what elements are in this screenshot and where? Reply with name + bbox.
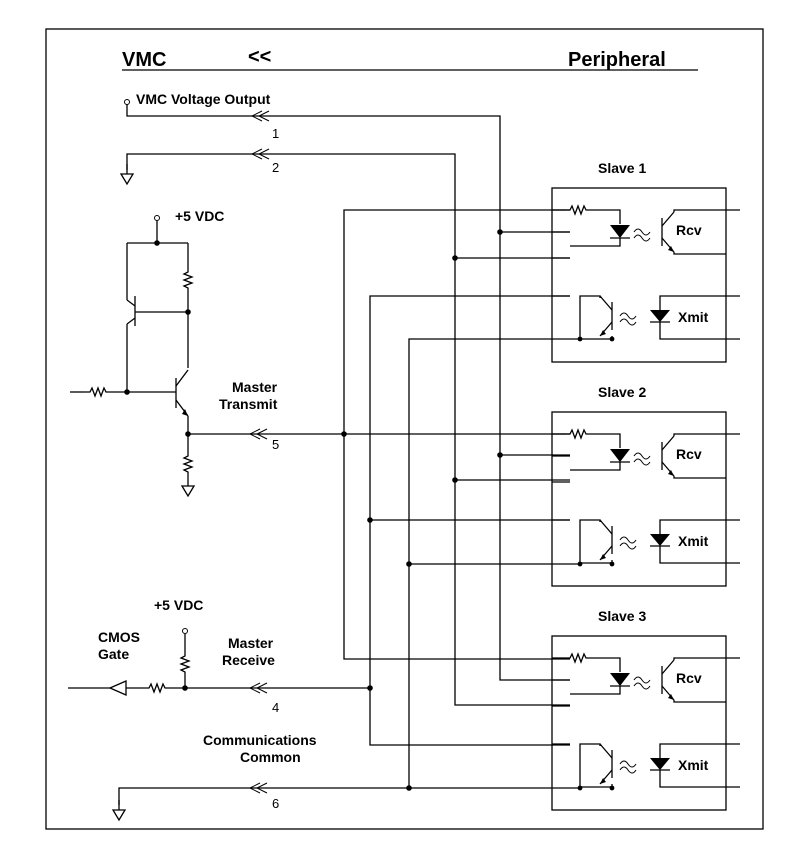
xmit-label: Xmit: [678, 309, 709, 325]
slave-title: Slave 2: [598, 384, 646, 400]
label-comm-common-2: Common: [240, 749, 301, 765]
junction-dots: [124, 229, 615, 791]
xmit-label: Xmit: [678, 533, 709, 549]
slave-box: [551, 411, 727, 587]
label-comm-common-1: Communications: [203, 732, 317, 748]
label-plus5-top: +5 VDC: [175, 208, 224, 224]
slave-box: [551, 635, 727, 811]
wire-number-6: 6: [272, 796, 279, 811]
label-plus5-bottom: +5 VDC: [154, 597, 203, 613]
label-vmc-voltage-output: VMC Voltage Output: [136, 91, 271, 107]
header-direction-arrow: <<: [248, 46, 271, 68]
wire-number-5: 5: [272, 437, 279, 452]
label-cmos-2: Gate: [98, 646, 129, 662]
slave-title: Slave 1: [598, 160, 646, 176]
rcv-label: Rcv: [676, 222, 702, 238]
label-cmos-1: CMOS: [98, 629, 140, 645]
label-master-transmit-1: Master: [232, 379, 278, 395]
rcv-label: Rcv: [676, 446, 702, 462]
header-peripheral: Peripheral: [568, 49, 666, 71]
wire-number-4: 4: [272, 700, 279, 715]
header-vmc: VMC: [122, 49, 166, 71]
label-master-receive-2: Receive: [222, 652, 275, 668]
label-master-transmit-2: Transmit: [219, 396, 278, 412]
slave-title: Slave 3: [598, 608, 646, 624]
wire-number-2: 2: [272, 160, 279, 175]
outer-frame: [45, 28, 764, 830]
slave-box: [551, 187, 727, 363]
xmit-label: Xmit: [678, 757, 709, 773]
rcv-label: Rcv: [676, 670, 702, 686]
wire-number-1: 1: [272, 126, 279, 141]
label-master-receive-1: Master: [228, 635, 274, 651]
